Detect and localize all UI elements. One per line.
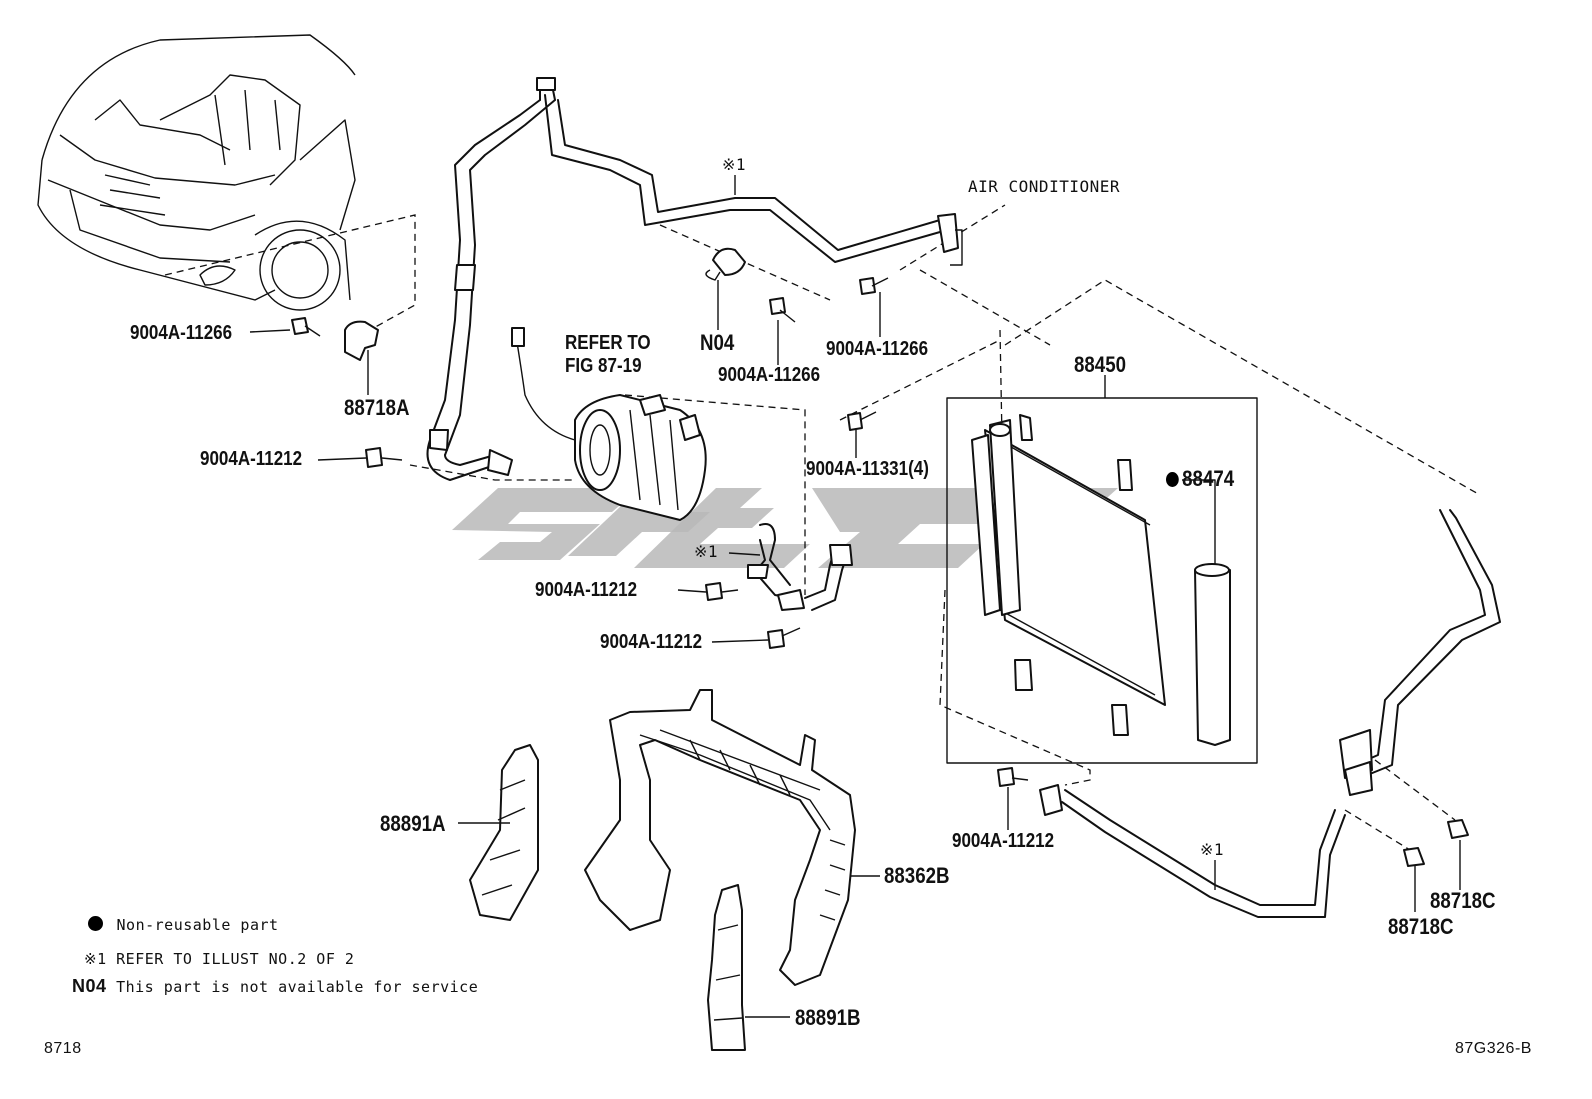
part-number-88718C-upper: 88718C <box>1430 888 1496 913</box>
bolt-icon <box>997 767 1029 787</box>
seal-88891B <box>707 884 746 1051</box>
bolt-icon <box>365 447 403 468</box>
refer-to-label: REFER TO <box>565 332 651 354</box>
legend-refer-text: REFER TO ILLUST NO.2 OF 2 <box>116 950 355 968</box>
connector-part-n04 <box>705 247 746 281</box>
bolt-icon <box>767 627 801 649</box>
part-number-88474: 88474 <box>1166 466 1234 492</box>
part-number-bolt-9004A-11212-comp-b: 9004A-11212 <box>600 631 703 653</box>
part-number-bolt-9004A-11266-right: 9004A-11266 <box>826 338 929 360</box>
part-number-bolt-9004A-11212-comp-a: 9004A-11212 <box>535 579 638 601</box>
part-number-88450: 88450 <box>1074 352 1127 377</box>
label-leader-lines <box>249 175 1461 1018</box>
part-number-n04: N04 <box>700 330 735 355</box>
legend-n04-mark: N04 <box>72 976 107 996</box>
filled-circle-icon <box>1166 472 1179 487</box>
legend-n04-text: This part is not available for service <box>116 978 479 996</box>
discharge-hose <box>747 523 853 611</box>
legend-refer: ※1 REFER TO ILLUST NO.2 OF 2 <box>84 950 354 968</box>
part-number-88718A: 88718A <box>344 395 410 420</box>
footer-left-code: 8718 <box>44 1040 82 1057</box>
fig-reference-label: FIG 87-19 <box>565 355 642 377</box>
footer-right-code: 87G326-B <box>1455 1040 1532 1057</box>
part-number-88474-text: 88474 <box>1182 466 1235 491</box>
discharge-pipe <box>544 94 963 266</box>
part-number-bolt-9004A-11266-left: 9004A-11266 <box>130 322 233 344</box>
legend-non-reusable-text: Non-reusable part <box>116 916 279 934</box>
part-number-88362B: 88362B <box>884 863 950 888</box>
bolt-icon <box>291 317 321 337</box>
part-number-bolt-9004A-11266-center: 9004A-11266 <box>718 364 821 386</box>
liquid-pipe <box>1039 509 1501 918</box>
condenser-assembly <box>946 397 1258 764</box>
refer-mark-top: ※1 <box>722 155 747 174</box>
legend-n04: N04 This part is not available for servi… <box>72 976 478 997</box>
air-conditioner-label: AIR CONDITIONER <box>968 177 1120 196</box>
shroud-88362B <box>584 689 856 986</box>
filled-circle-icon <box>88 916 103 931</box>
bolt-icon <box>705 582 739 601</box>
seal-88891A <box>469 744 539 921</box>
refer-mark-mid: ※1 <box>694 542 719 561</box>
vehicle-front-illustration <box>37 34 356 311</box>
part-number-bolt-9004A-11331: 9004A-11331(4) <box>806 458 929 480</box>
dashed-leader-lines <box>164 204 1481 851</box>
bolt-icon <box>847 411 877 431</box>
part-number-88718C-lower: 88718C <box>1388 914 1454 939</box>
compressor <box>511 327 707 521</box>
bolt-icon <box>859 277 889 295</box>
bolt-icons <box>291 277 1029 787</box>
part-number-bolt-9004A-11212-left: 9004A-11212 <box>200 448 303 470</box>
refer-mark-bottom: ※1 <box>1200 840 1225 859</box>
part-number-88891B: 88891B <box>795 1005 861 1030</box>
suction-hose <box>426 77 556 481</box>
part-number-bolt-9004A-11212-bottom: 9004A-11212 <box>952 830 1055 852</box>
legend-refer-mark: ※1 <box>84 950 107 968</box>
legend-non-reusable: Non-reusable part <box>88 916 279 934</box>
bolt-icon <box>769 297 796 323</box>
bracket-88718A <box>344 320 379 361</box>
part-number-88891A: 88891A <box>380 811 446 836</box>
clamp-88718C <box>1403 819 1469 867</box>
